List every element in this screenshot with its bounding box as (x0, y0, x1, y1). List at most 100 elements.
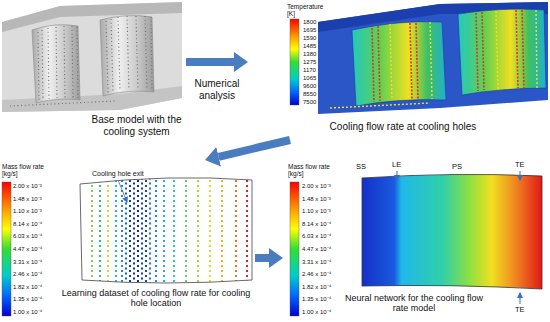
colorbar-value: 1380 (303, 51, 316, 58)
colorbar-value: 1485 (303, 43, 316, 50)
colorbar-value: 9600 (303, 83, 316, 90)
colorbar-value: 1695 (303, 27, 316, 34)
base-blade-model (32, 25, 80, 103)
colorbar-value: 1.00 x 10⁻⁴ (302, 309, 331, 316)
cooling-hole-dots (133, 170, 135, 295)
panel-caption: Cooling flow rate at cooling holes (310, 121, 496, 133)
cooling-holes (145, 16, 147, 90)
warm-streaks (536, 10, 537, 88)
colorbar-value: 8550 (303, 91, 316, 98)
cooling-hole-dots (145, 170, 147, 295)
cooling-hole-dots (185, 170, 187, 295)
panel-caption: Base model with the cooling system (88, 114, 185, 137)
position-arrows (520, 293, 521, 304)
cooling-holes (42, 30, 43, 100)
mass-flow-colorbar (2, 182, 11, 316)
label-holder: PS (452, 163, 462, 171)
colorbar-value: 1800 (303, 19, 316, 26)
temperature-contour-blade (290, 2, 548, 114)
hot-streaks (416, 23, 418, 99)
base-blade-model (100, 16, 154, 96)
colorbar-value: 1.82 x 10⁻⁴ (302, 284, 331, 291)
position-label: TE (515, 306, 525, 314)
colorbar-value: 1.10 x 10⁻³ (13, 208, 42, 215)
label-holder: 1170 (303, 67, 316, 74)
cooling-holes (10, 16, 152, 106)
cooling-holes (127, 16, 129, 90)
label-holder: 1275 (303, 59, 316, 66)
cooling-hole-dots (155, 170, 157, 295)
label-holder: 1.48 x 10⁻³ (13, 195, 42, 202)
position-arrows (520, 171, 521, 180)
colorbar-value: 4.47 x 10⁻⁴ (302, 246, 331, 253)
learning-dataset-plot (80, 178, 252, 283)
hot-streaks (410, 23, 412, 99)
colorbar-title: Mass flow rate [kg/s] (2, 163, 50, 177)
label-holder: 1.82 x 10⁻⁴ (13, 284, 42, 291)
cooling-hole-dots (173, 170, 175, 295)
edge-label: Numerical analysis (186, 78, 248, 101)
label-holder: 1.35 x 10⁻⁴ (302, 296, 331, 303)
position-label: LE (392, 161, 401, 169)
cooling-hole-dots (221, 170, 223, 295)
colorbar-value: 3.31 x 10⁻⁴ (13, 258, 42, 265)
learning-dataset-plot (2, 170, 252, 316)
colorbar-value: 1.35 x 10⁻⁴ (13, 296, 42, 303)
panel-caption: Learning dataset of cooling flow rate fo… (60, 288, 252, 309)
cooling-holes (77, 27, 78, 98)
diagram-panel: Cooling flow rate at cooling holes (248, 0, 550, 140)
neural-network-field (290, 171, 542, 316)
colorbar-value: 1065 (303, 75, 316, 82)
warm-streaks (496, 11, 498, 89)
cooling-holes (151, 17, 152, 90)
label-holder: 3.31 x 10⁻⁴ (302, 258, 331, 265)
base-blade-model (2, 2, 182, 112)
temperature-contour-blade (352, 22, 446, 106)
label-holder: LE (392, 161, 401, 169)
hot-streaks (378, 26, 380, 101)
label-holder: 6.03 x 10⁻⁴ (13, 233, 42, 240)
hot-streaks (516, 10, 518, 88)
colorbar-value: 1590 (303, 35, 316, 42)
cooling-hole-dots (91, 170, 93, 295)
label-holder: Temperature [K] (287, 3, 329, 17)
neural-network-field (362, 174, 542, 289)
label-holder: 1.00 x 10⁻⁴ (302, 309, 331, 316)
label-holder: 4.47 x 10⁻⁴ (13, 246, 42, 253)
colorbar-title: Temperature [K] (287, 3, 329, 17)
temperature-contour-blade (458, 9, 546, 95)
colorbar-value: 1.82 x 10⁻⁴ (13, 284, 42, 291)
hot-streaks (522, 10, 524, 88)
label-holder: Cooling hole exit (92, 170, 144, 178)
label-holder: Numerical analysis (186, 78, 248, 101)
hot-streaks (372, 10, 524, 102)
label-holder: 1.00 x 10⁻⁴ (13, 309, 42, 316)
label-holder: 2.00 x 10⁻³ (13, 183, 42, 190)
colorbar-value: 2.46 x 10⁻⁴ (13, 271, 42, 278)
colorbar-value: 2.00 x 10⁻³ (13, 183, 42, 190)
panel-caption: Neural network for the cooling flow rate… (338, 293, 490, 314)
label-holder: 2.00 x 10⁻³ (302, 183, 331, 190)
cooling-hole-dots (235, 170, 237, 295)
mass-flow-colorbar (290, 182, 299, 316)
colorbar-value: 8.14 x 10⁻⁴ (302, 221, 331, 228)
cooling-hole-dots (115, 170, 117, 295)
flow-arrow (186, 58, 234, 66)
cooling-hole-dots (163, 170, 165, 295)
cooling-holes (118, 17, 120, 91)
cooling-hole-dots (149, 170, 151, 295)
label-holder: 2.46 x 10⁻⁴ (302, 271, 331, 278)
hot-streaks (372, 28, 374, 102)
label-holder: 1.35 x 10⁻⁴ (13, 296, 42, 303)
label-holder: TE (515, 161, 525, 169)
cooling-holes (72, 26, 73, 98)
cooling-hole-dots (209, 170, 211, 295)
label-holder: 3.31 x 10⁻⁴ (13, 258, 42, 265)
position-label: PS (452, 163, 462, 171)
hot-streaks (482, 12, 484, 90)
label-holder: SS (356, 163, 366, 171)
cooling-holes (64, 26, 65, 98)
colorbar-title: Mass flow rate [kg/s] (288, 163, 336, 177)
callout-label: Cooling hole exit (92, 170, 144, 178)
